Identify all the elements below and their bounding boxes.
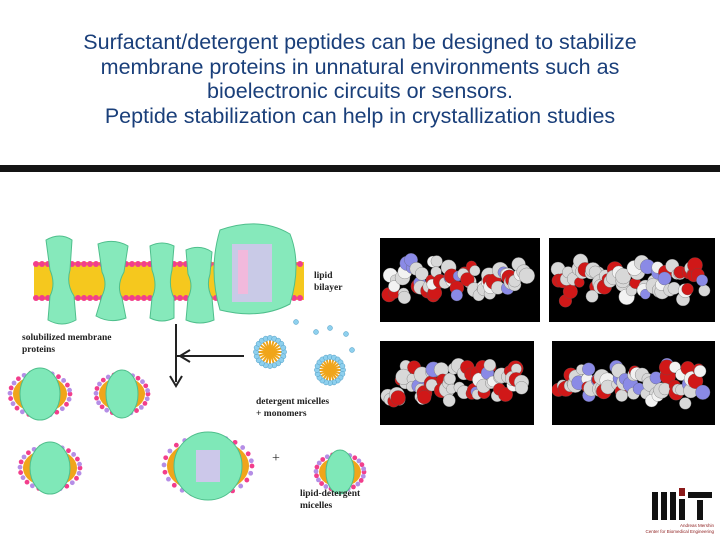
label-lipid-detergent: lipid-detergent	[300, 489, 361, 499]
label-detergent-micelles: detergent micelles	[256, 397, 329, 407]
peptide-model-graphic	[380, 358, 530, 408]
mit-logo	[652, 488, 712, 520]
process-arrow	[169, 324, 244, 388]
title-line: Surfactant/detergent peptides can be des…	[83, 30, 637, 54]
peptide-model-4	[552, 341, 715, 425]
title-line: bioelectronic circuits or sensors.	[207, 79, 513, 103]
peptide-model-1	[380, 238, 540, 322]
slide-title: Surfactant/detergent peptides can be des…	[20, 30, 700, 128]
solubilization-diagram: lipid bilayer solubilized membrane prote…	[7, 223, 367, 511]
peptide-model-graphic	[381, 253, 535, 304]
author-name: Andreas Mershin	[679, 523, 714, 528]
peptide-model-graphic	[550, 253, 711, 308]
label-bilayer: bilayer	[314, 283, 343, 293]
peptide-model-graphic	[552, 358, 711, 410]
author-credit: Andreas Mershin Center for Biomedical En…	[645, 523, 714, 535]
label-monomers: + monomers	[256, 409, 307, 419]
plus-sign: +	[272, 451, 280, 466]
detergent-micelles	[253, 319, 355, 386]
title-line: Peptide stabilization can help in crysta…	[104, 103, 616, 128]
title-line: membrane proteins in unnatural environme…	[100, 54, 620, 79]
label-lipid-detergent-micelles: micelles	[300, 501, 332, 511]
label-solubilized: solubilized membrane	[22, 333, 111, 343]
label-proteins: proteins	[22, 345, 55, 355]
divider-bar	[0, 165, 720, 172]
peptide-model-3	[380, 341, 534, 425]
author-org: Center for Biomedical Engineering	[645, 529, 714, 534]
label-lipid: lipid	[314, 271, 333, 281]
solubilized-proteins	[7, 367, 367, 501]
peptide-model-2	[549, 238, 715, 322]
